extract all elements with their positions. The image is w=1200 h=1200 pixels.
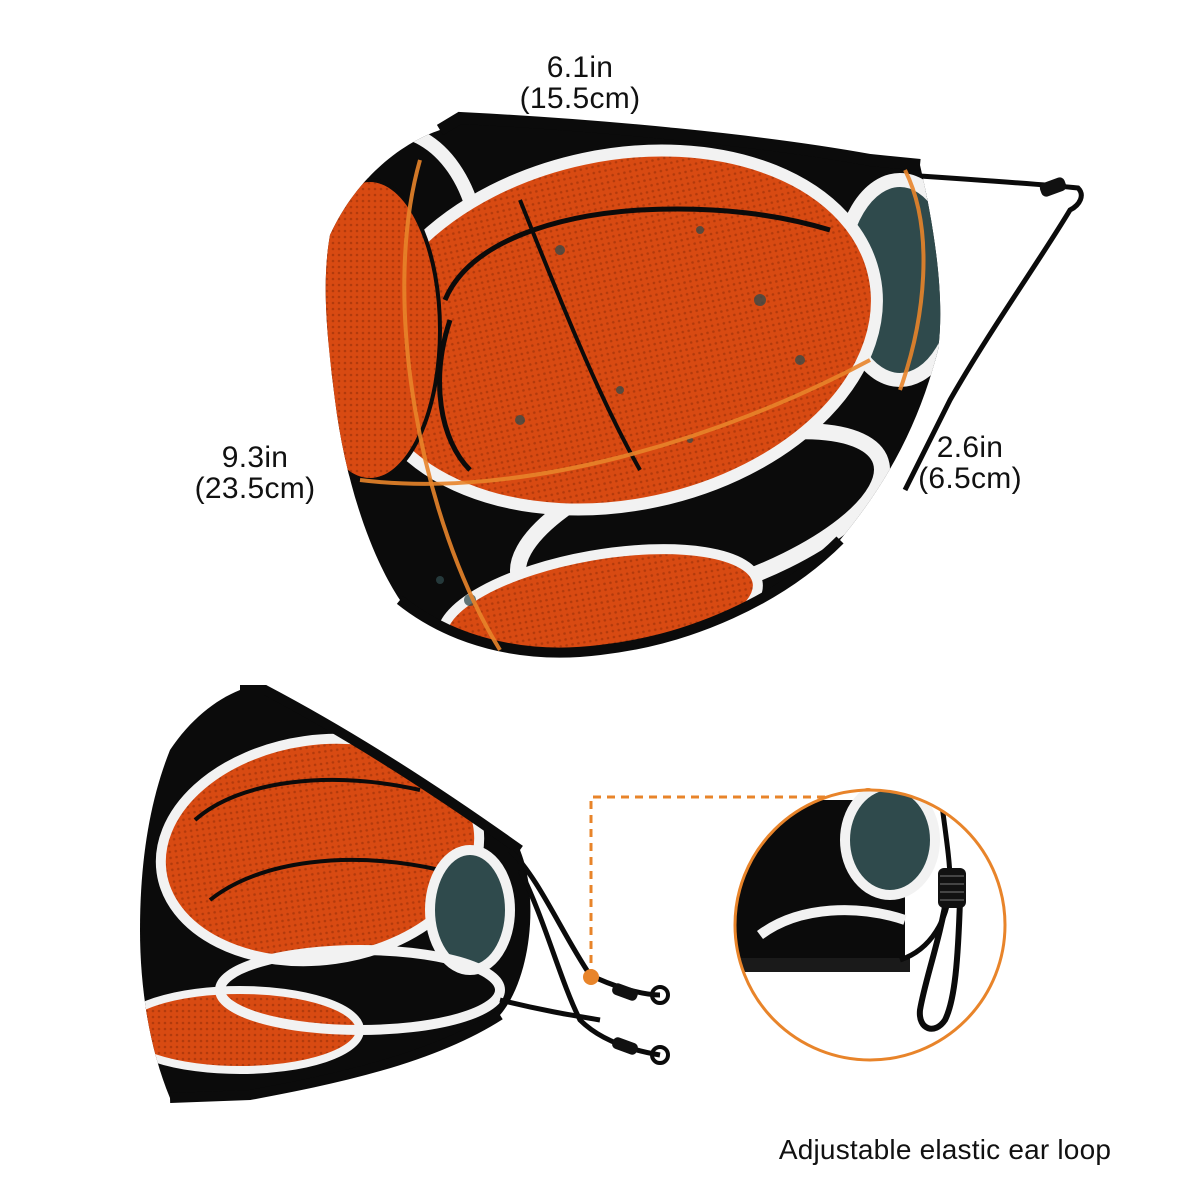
height-dimension-label: 9.3in (23.5cm) <box>170 442 340 504</box>
ear-loop <box>902 172 1084 492</box>
width-dimension-label: 6.1in (15.5cm) <box>490 52 670 114</box>
width-cm: (15.5cm) <box>519 82 641 115</box>
loop-adjuster-icon <box>612 983 638 1001</box>
height-cm: (23.5cm) <box>194 472 316 505</box>
height-in: 9.3in <box>221 441 289 474</box>
main-mask-front-view <box>325 111 1084 658</box>
loop-cm: (6.5cm) <box>918 462 1022 495</box>
loop-in: 2.6in <box>936 431 1004 464</box>
loop-adjuster-icon <box>1039 177 1067 197</box>
loop-adjuster-icon <box>612 1037 638 1055</box>
width-in: 6.1in <box>546 51 614 84</box>
ear-loop-caption: Adjustable elastic ear loop <box>778 1134 1112 1165</box>
loop-adjuster-icon <box>938 868 966 908</box>
ear-loop-detail-circle <box>733 788 1007 1062</box>
loop-dimension-label: 2.6in (6.5cm) <box>900 432 1040 494</box>
side-mask-view <box>140 685 670 1103</box>
